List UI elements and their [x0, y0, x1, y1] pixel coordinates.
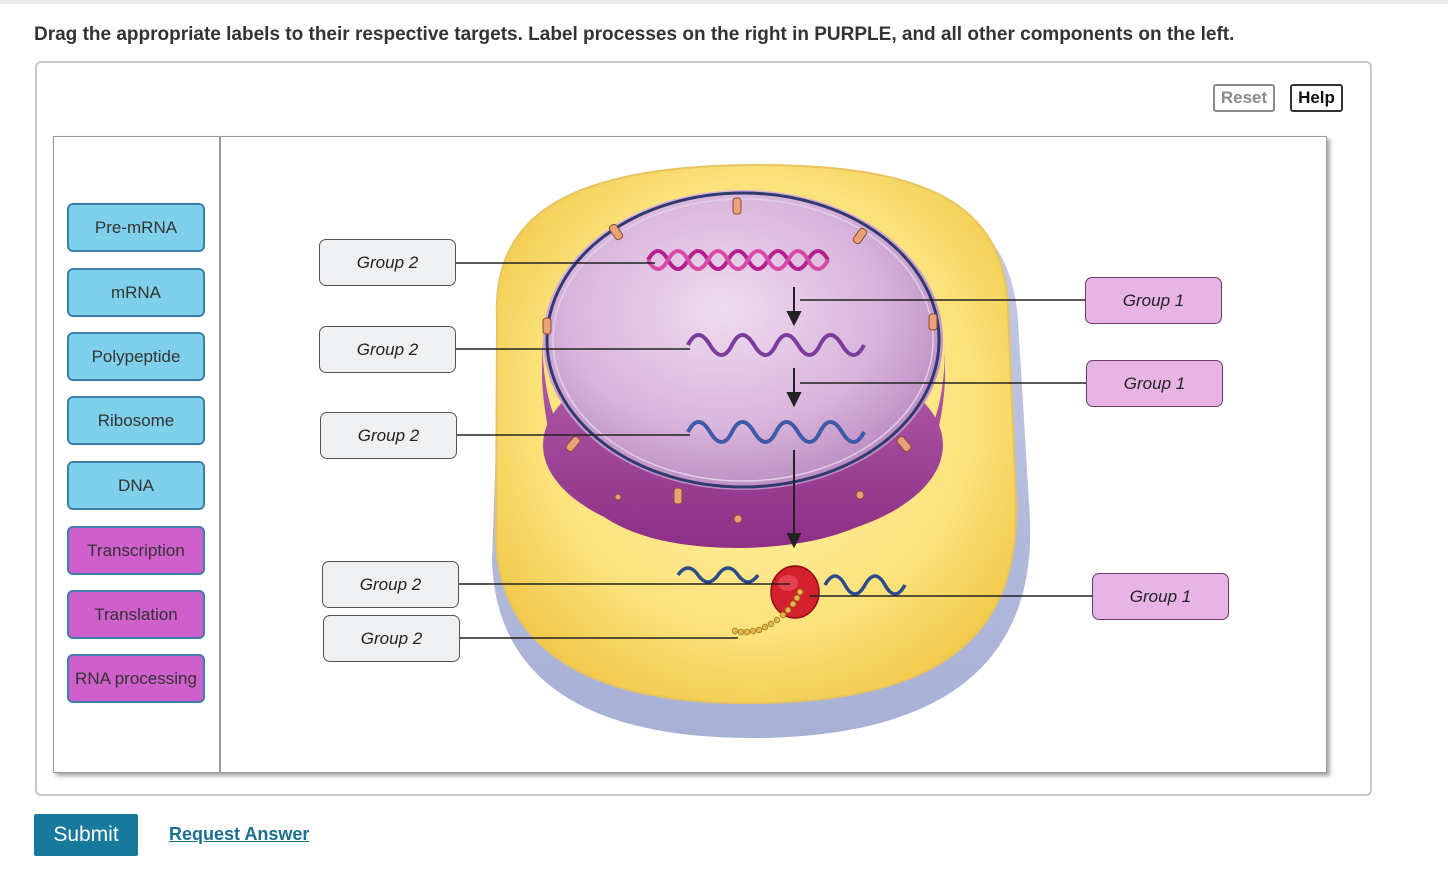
drop-target-right-2[interactable]: Group 1 [1086, 360, 1223, 407]
request-answer-link[interactable]: Request Answer [169, 824, 310, 844]
palette-label-transcription[interactable]: Transcription [67, 526, 205, 575]
drop-target-right-3[interactable]: Group 1 [1092, 573, 1229, 620]
palette-label-mrna[interactable]: mRNA [67, 268, 205, 317]
instruction-text: Drag the appropriate labels to their res… [34, 24, 1235, 45]
palette-label-translation[interactable]: Translation [67, 590, 205, 639]
labeling-canvas [53, 136, 1327, 773]
help-button[interactable]: Help [1290, 84, 1343, 112]
drop-target-left-2[interactable]: Group 2 [319, 326, 456, 373]
top-divider [0, 0, 1448, 4]
drop-target-right-1[interactable]: Group 1 [1085, 277, 1222, 324]
drop-target-left-4[interactable]: Group 2 [322, 561, 459, 608]
palette-divider [219, 137, 221, 773]
palette-label-pre-mrna[interactable]: Pre-mRNA [67, 203, 205, 252]
drop-target-left-5[interactable]: Group 2 [323, 615, 460, 662]
drop-target-left-3[interactable]: Group 2 [320, 412, 457, 459]
palette-label-ribosome[interactable]: Ribosome [67, 396, 205, 445]
palette-label-dna[interactable]: DNA [67, 461, 205, 510]
submit-button[interactable]: Submit [34, 814, 138, 856]
palette-label-rna-processing[interactable]: RNA processing [67, 654, 205, 703]
palette-label-polypeptide[interactable]: Polypeptide [67, 332, 205, 381]
reset-button[interactable]: Reset [1213, 84, 1275, 112]
drop-target-left-1[interactable]: Group 2 [319, 239, 456, 286]
